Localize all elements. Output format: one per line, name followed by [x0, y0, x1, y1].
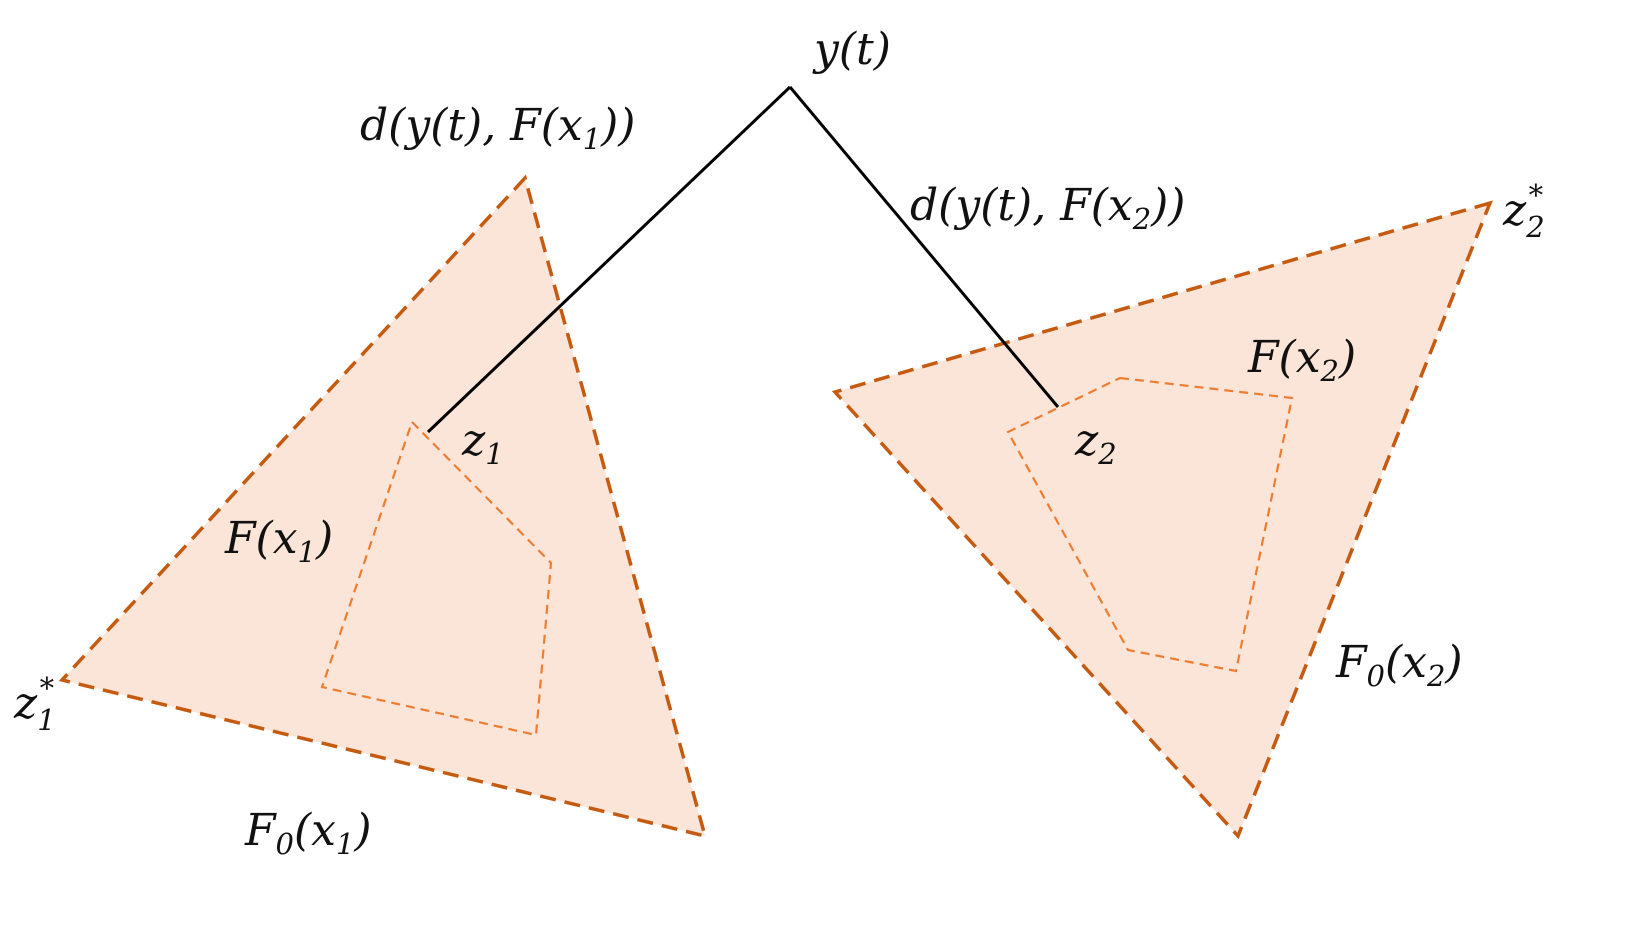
outer-region-F0-x2 — [831, 200, 1493, 840]
label-F0-x2: F0(x2) — [1335, 637, 1463, 693]
label-z2: z2 — [1074, 415, 1117, 471]
label-F-x1: F(x1) — [224, 513, 333, 569]
inner-region-F-x1 — [320, 419, 553, 737]
label-F-x2: F(x2) — [1247, 332, 1356, 388]
distance-line-to-z1 — [426, 85, 792, 434]
inner-region-F-x2 — [1006, 376, 1294, 673]
label-z1: z1 — [461, 415, 504, 471]
label-distance-1: d(y(t), F(x1)) — [360, 100, 635, 156]
label-y-t: y(t) — [812, 24, 891, 75]
distance-line-to-z2 — [788, 86, 1060, 408]
label-F0-x1: F0(x1) — [244, 805, 372, 861]
label-distance-2: d(y(t), F(x2)) — [910, 180, 1185, 236]
label-z2-star: z2* — [1502, 178, 1545, 244]
label-z1-star: z1* — [13, 671, 56, 737]
